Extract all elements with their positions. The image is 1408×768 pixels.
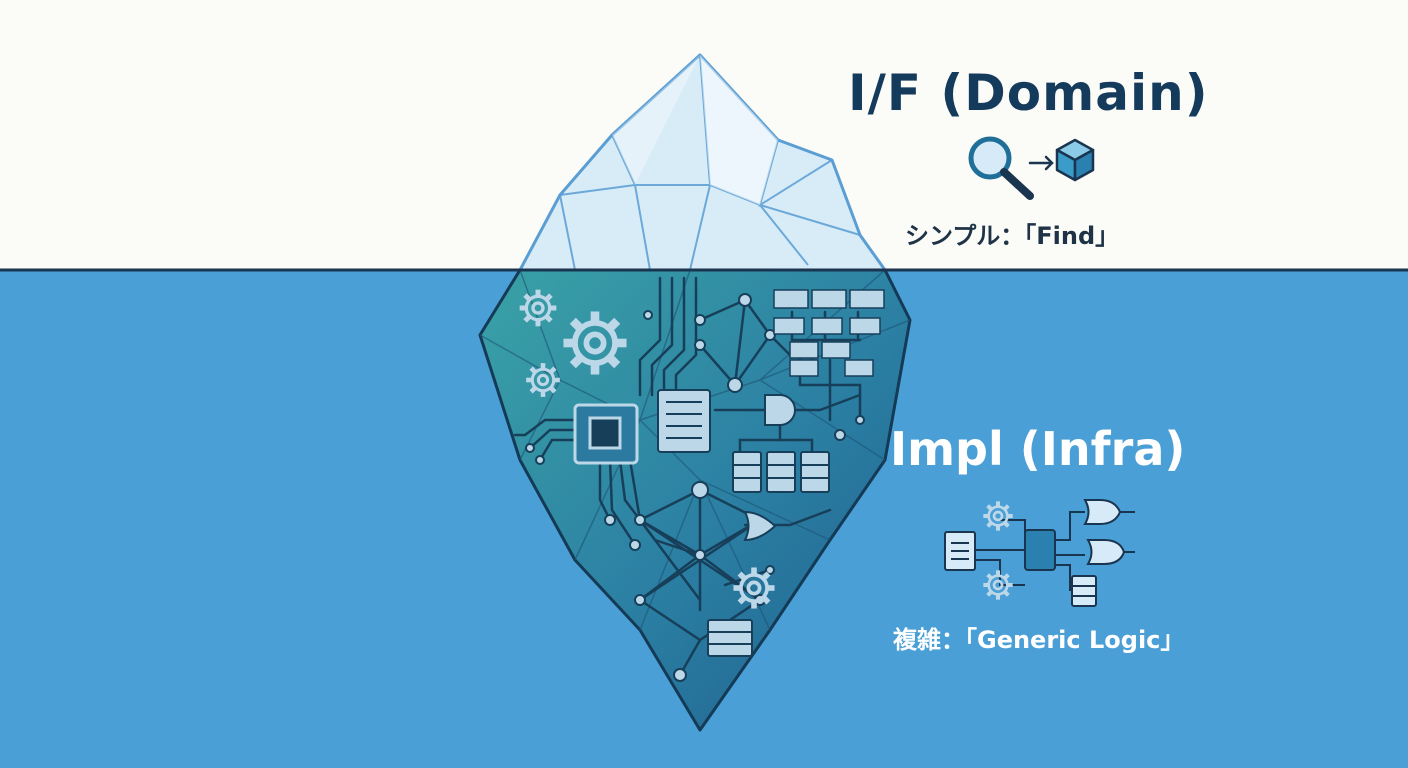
implementation-caption: 複雑：「Generic Logic」: [893, 626, 1185, 654]
interface-title: I/F (Domain): [848, 64, 1209, 122]
document: [657, 389, 711, 453]
iceberg-underwater: [478, 268, 912, 732]
iceberg-tip: [518, 53, 887, 272]
chip-icon: [1024, 529, 1056, 571]
logic-gate-icon: [1083, 499, 1122, 525]
cube-icon: [1055, 138, 1095, 182]
implementation-icons: [944, 499, 1135, 607]
implementation-title: Impl (Infra): [890, 422, 1186, 476]
magnifier-icon: [968, 136, 1034, 200]
chip: [573, 403, 639, 465]
server-icon: [1071, 575, 1097, 607]
logic-gate-icon-2: [1086, 539, 1126, 565]
interface-caption: シンプル：「Find」: [905, 222, 1120, 250]
arrow-icon: [1028, 155, 1054, 171]
document-icon: [944, 531, 976, 571]
